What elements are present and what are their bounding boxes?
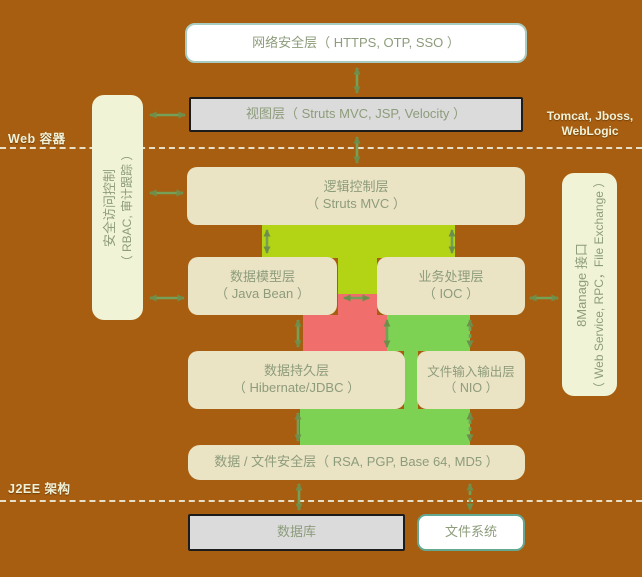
node-file-io-layer: 文件输入输出层 （ NIO ） [417, 351, 525, 409]
band-red-lower [303, 315, 387, 351]
node-data-file-security-label: 数据 / 文件安全层（ RSA, PGP, Base 64, MD5 ） [214, 454, 499, 470]
node-database-label: 数据库 [276, 524, 316, 540]
node-data-model-layer: 数据模型层 （ Java Bean ） [188, 257, 337, 315]
node-access-control-text: 安全访问控制 （ RBAC, 审计跟踪 ） [101, 148, 135, 267]
node-access-control: 安全访问控制 （ RBAC, 审计跟踪 ） [92, 95, 143, 320]
band-green-upper [387, 315, 470, 351]
band-red-gap [338, 294, 377, 317]
server-platforms-label: Tomcat, Jboss, WebLogic [538, 109, 642, 139]
node-network-security-label: 网络安全层（ HTTPS, OTP, SSO ） [252, 34, 460, 50]
node-file-io-line1: 文件输入输出层 [427, 364, 515, 379]
band-green-lower [300, 409, 470, 445]
node-data-persistence-layer: 数据持久层 （ Hibernate/JDBC ） [188, 351, 405, 409]
dashed-separator-j2ee [0, 500, 642, 502]
node-file-system: 文件系统 [417, 514, 525, 551]
band-chartreuse-gap [338, 257, 377, 296]
node-data-file-security-layer: 数据 / 文件安全层（ RSA, PGP, Base 64, MD5 ） [188, 445, 525, 480]
node-access-control-line1: 安全访问控制 [101, 168, 117, 247]
node-8manage-line1: 8Manage 接口 [573, 242, 589, 327]
node-business-process-line1: 业务处理层 [418, 269, 484, 285]
node-logic-control-line2: （ Struts MVC ） [306, 196, 406, 211]
dashed-separator-web-container [0, 147, 642, 149]
web-container-label: Web 容器 [8, 132, 66, 146]
node-data-persistence-line1: 数据持久层 [263, 363, 329, 379]
node-logic-control-layer: 逻辑控制层 （ Struts MVC ） [187, 167, 525, 225]
j2ee-architecture-label: J2EE 架构 [8, 482, 71, 496]
band-green-mid-strip [404, 351, 418, 409]
server-platforms-line2: WebLogic [561, 124, 619, 138]
band-chartreuse-logic [262, 225, 455, 258]
node-business-process-layer: 业务处理层 （ IOC ） [377, 257, 525, 315]
node-business-process-line2: （ IOC ） [422, 286, 480, 301]
node-file-io-line2: （ NIO ） [443, 381, 499, 395]
node-data-persistence-line2: （ Hibernate/JDBC ） [232, 380, 361, 395]
node-data-model-line1: 数据模型层 [229, 269, 295, 285]
node-network-security-layer: 网络安全层（ HTTPS, OTP, SSO ） [185, 23, 527, 63]
node-data-model-line2: （ Java Bean ） [215, 286, 310, 301]
node-view-layer: 视图层（ Struts MVC, JSP, Velocity ） [189, 97, 523, 132]
node-view-layer-label: 视图层（ Struts MVC, JSP, Velocity ） [245, 106, 467, 122]
node-access-control-line2: （ RBAC, 审计跟踪 ） [119, 148, 134, 267]
node-8manage-interface-text: 8Manage 接口 （ Web Service, RPC，File Excha… [573, 175, 607, 394]
node-logic-control-line1: 逻辑控制层 [323, 179, 389, 195]
node-8manage-line2: （ Web Service, RPC，File Exchange ） [591, 175, 606, 394]
node-file-system-label: 文件系统 [444, 524, 497, 540]
node-8manage-interface: 8Manage 接口 （ Web Service, RPC，File Excha… [562, 173, 617, 396]
node-database: 数据库 [188, 514, 405, 551]
server-platforms-line1: Tomcat, Jboss, [546, 109, 634, 123]
